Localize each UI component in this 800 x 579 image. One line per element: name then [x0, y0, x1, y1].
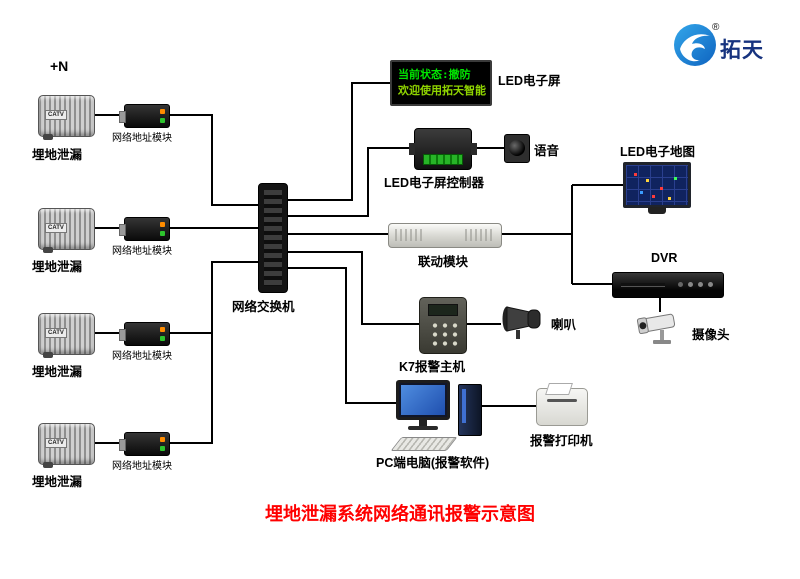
led-screen-line1: 当前状态:撤防 — [398, 68, 471, 81]
led-map-device — [623, 162, 691, 214]
cctv-camera-icon — [636, 308, 686, 350]
k7-alarm-host-label: K7报警主机 — [399, 360, 465, 374]
leak-detector-device: CATV — [38, 313, 95, 358]
horn-label: 喇叭 — [551, 318, 577, 332]
linkage-module-device — [388, 223, 502, 248]
printer-label: 报警打印机 — [530, 434, 593, 448]
k7-keypad — [428, 320, 458, 347]
led-screen-label: LED电子屏 — [498, 74, 561, 88]
network-address-module-label: 网络地址模块 — [112, 133, 172, 144]
network-address-module-device — [119, 217, 170, 241]
network-address-module-device — [119, 104, 170, 128]
registered-mark: ® — [712, 22, 720, 33]
monitor-stand — [419, 420, 427, 426]
led-screen-line2: 欢迎使用拓天智能 — [398, 84, 486, 97]
network-address-module-device — [119, 432, 170, 456]
brand-logo: ® 拓天 — [672, 22, 792, 70]
detector-badge: CATV — [45, 328, 67, 338]
pc-monitor — [396, 380, 450, 420]
leak-detector-label: 埋地泄漏 — [32, 475, 83, 489]
network-address-module-device — [119, 322, 170, 346]
network-address-module-label: 网络地址模块 — [112, 246, 172, 257]
map-dots — [634, 173, 637, 176]
leak-detector-device: CATV — [38, 95, 95, 140]
diagram-title: 埋地泄漏系统网络通讯报警示意图 — [265, 504, 535, 524]
pc-keyboard — [390, 437, 458, 451]
network-switch-label: 网络交换机 — [232, 300, 295, 314]
network-address-module-label: 网络地址模块 — [112, 351, 172, 362]
dvr-device — [612, 272, 724, 298]
voice-label: 语音 — [534, 144, 560, 158]
leak-detector-label: 埋地泄漏 — [32, 148, 83, 162]
dvr-label: DVR — [651, 251, 678, 265]
leak-detector-device: CATV — [38, 208, 95, 253]
detector-badge: CATV — [45, 110, 67, 120]
leak-detector-device: CATV — [38, 423, 95, 468]
led-controller-device — [409, 128, 477, 170]
network-address-module-label: 网络地址模块 — [112, 461, 172, 472]
linkage-module-label: 联动模块 — [418, 255, 469, 269]
pc-tower — [458, 384, 482, 436]
alarm-printer-device — [536, 388, 588, 426]
terminal-block — [423, 154, 463, 165]
leak-detector-label: 埋地泄漏 — [32, 260, 83, 274]
pc-label: PC端电脑(报警软件) — [376, 456, 490, 470]
monitor-base — [408, 426, 438, 430]
map-stand — [648, 207, 666, 214]
speaker-cone-icon — [509, 140, 525, 156]
led-map-label: LED电子地图 — [620, 145, 696, 159]
brand-text: 拓天 — [720, 39, 764, 62]
k7-alarm-host-device — [419, 297, 467, 354]
pc-workstation — [390, 380, 496, 456]
led-controller-label: LED电子屏控制器 — [384, 176, 485, 190]
horn-speaker-icon — [501, 304, 545, 342]
k7-screen — [428, 304, 458, 316]
pc-monitor-screen — [401, 385, 445, 415]
detector-badge: CATV — [45, 438, 67, 448]
logo-swirl-icon — [674, 24, 716, 66]
voice-speaker-device — [504, 134, 530, 163]
led-screen-device: 当前状态:撤防 欢迎使用拓天智能 — [390, 60, 492, 106]
detector-badge: CATV — [45, 223, 67, 233]
network-switch-device — [258, 183, 288, 293]
camera-label: 摄像头 — [692, 328, 730, 342]
leak-detector-label: 埋地泄漏 — [32, 365, 83, 379]
plus-n-note: +N — [50, 58, 69, 74]
switch-ports — [264, 190, 282, 286]
